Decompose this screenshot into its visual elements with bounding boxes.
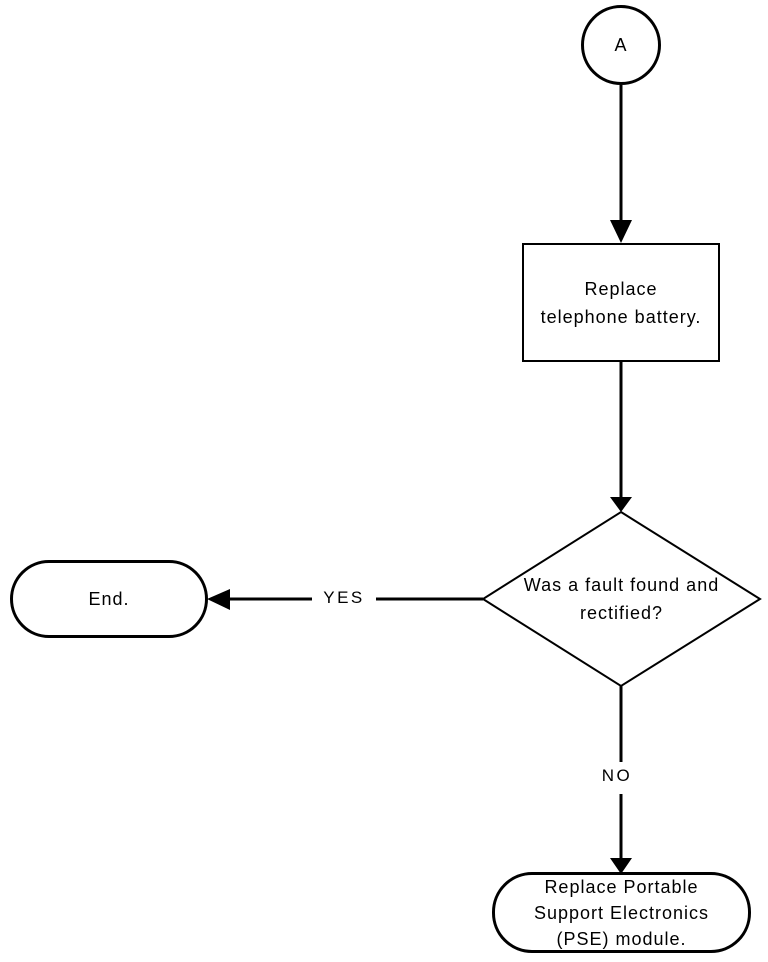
arrowhead-down-icon xyxy=(610,220,632,243)
terminal-replace-pse-label: Replace Portable Support Electronics (PS… xyxy=(533,876,710,949)
node-terminal-replace-pse: Replace Portable Support Electronics (PS… xyxy=(492,872,751,953)
terminal-end-label: End. xyxy=(88,589,130,609)
edge-label-yes: YES xyxy=(312,588,376,608)
node-decision-fault-found: Was a fault found and rectified? xyxy=(483,512,760,686)
process-replace-battery-label: Replace telephone battery. xyxy=(540,278,702,327)
arrowhead-down-icon xyxy=(610,497,632,512)
decision-fault-found-label: Was a fault found and rectified? xyxy=(523,575,720,623)
connector-a-label: A xyxy=(614,35,628,55)
node-process-replace-battery: Replace telephone battery. xyxy=(522,243,720,362)
arrowhead-down-icon xyxy=(610,858,632,874)
arrowhead-left-icon xyxy=(207,589,230,610)
node-terminal-end: End. xyxy=(10,560,208,638)
node-connector-a: A xyxy=(581,5,661,85)
edge-label-no: NO xyxy=(593,766,641,786)
